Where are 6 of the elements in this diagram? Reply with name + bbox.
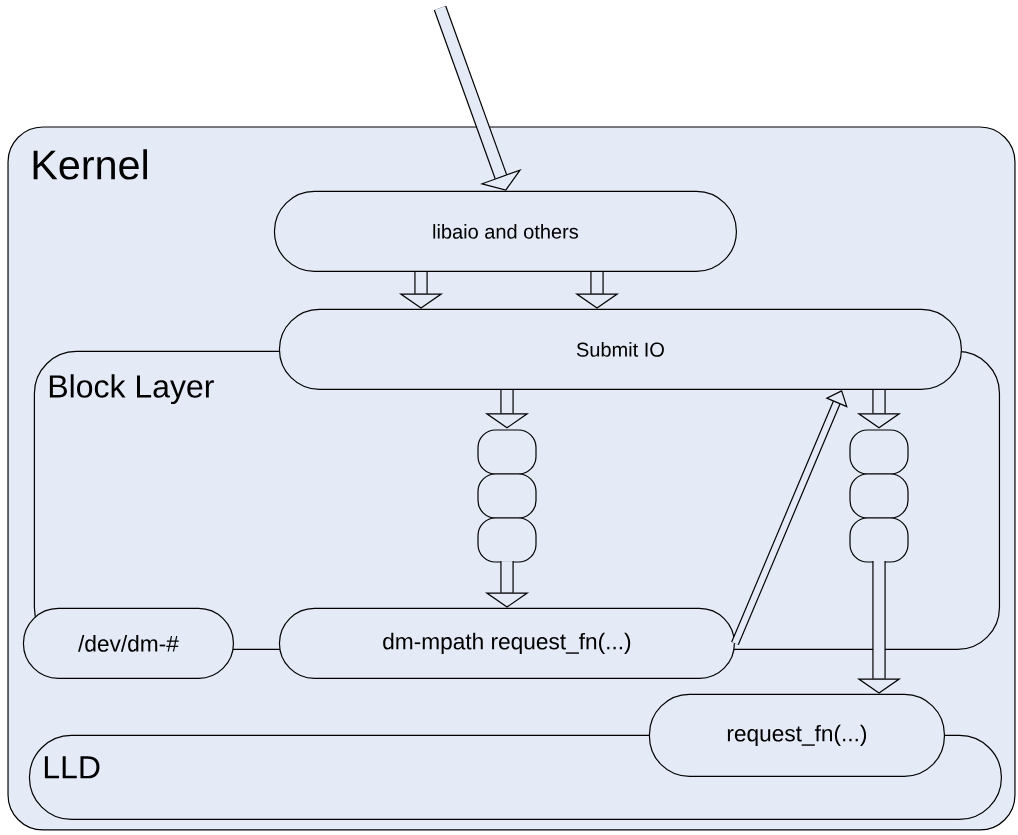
- queue-drawing: [477, 429, 537, 563]
- block-arrow: [433, 5, 522, 191]
- process-box: /dev/dm-#: [22, 607, 235, 679]
- block-arrow: [731, 390, 848, 646]
- queue-drawing: [849, 429, 909, 563]
- process-box: libaio and others: [273, 190, 738, 273]
